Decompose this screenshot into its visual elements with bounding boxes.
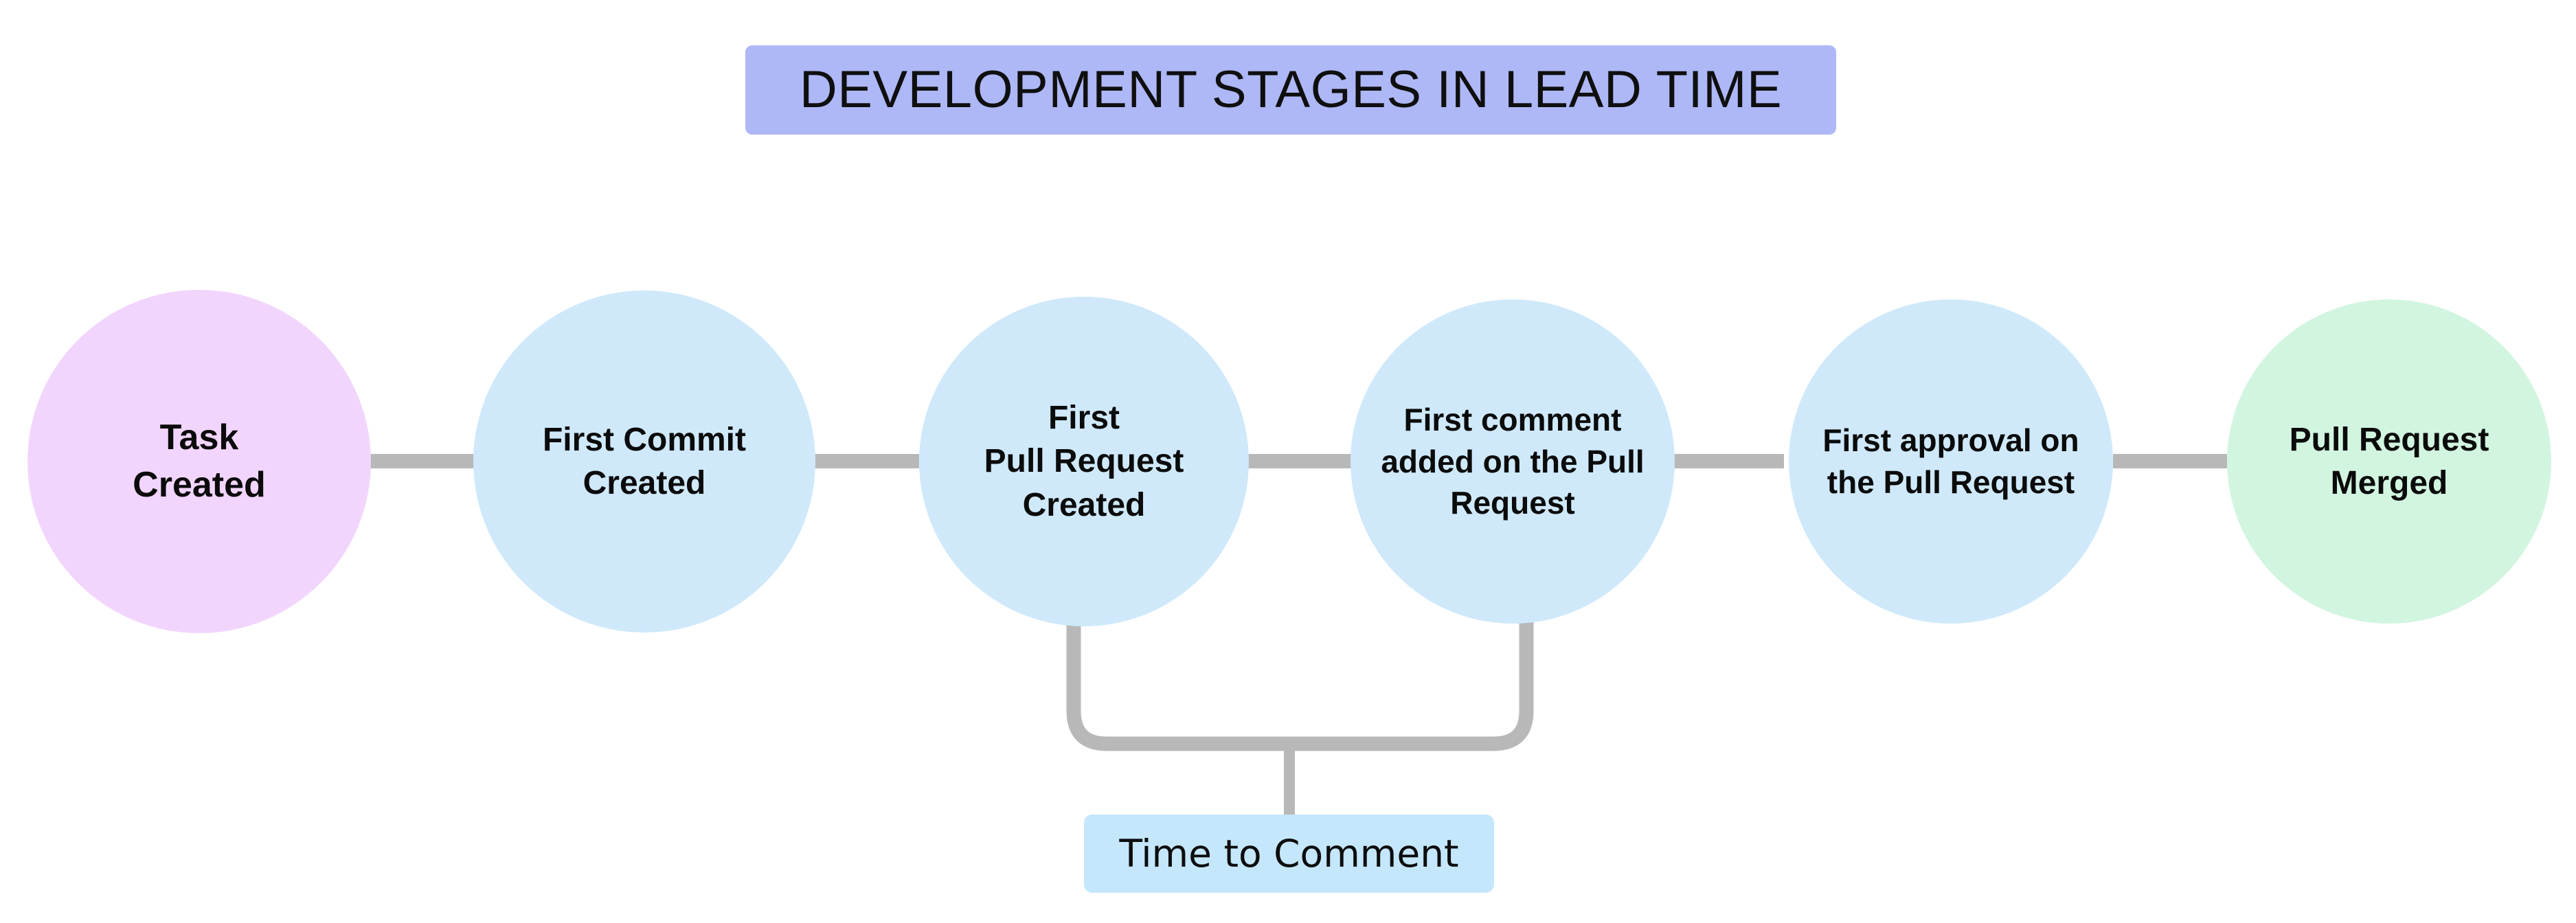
stage-node-first-comment-added[interactable]: First comment added on the Pull Request	[1351, 299, 1675, 624]
connector-task-to-commit	[370, 454, 475, 468]
stage-label: First Pull Request Created	[984, 399, 1184, 523]
callout-time-to-comment[interactable]: Time to Comment	[1084, 814, 1494, 893]
stage-node-first-approval[interactable]: First approval on the Pull Request	[1789, 299, 2113, 624]
stage-label: Pull Request Merged	[2289, 421, 2489, 501]
stage-label: Task Created	[133, 418, 266, 505]
connector-comment-to-approval	[1674, 454, 1784, 468]
connector-pr-to-comment	[1248, 454, 1353, 468]
stage-node-task-created[interactable]: Task Created	[27, 290, 371, 633]
connector-approval-to-merged	[2113, 454, 2227, 468]
time-to-comment-bracket	[1066, 608, 1534, 815]
stage-node-first-pull-request-created[interactable]: First Pull Request Created	[919, 297, 1249, 626]
stage-node-pull-request-merged[interactable]: Pull Request Merged	[2227, 299, 2551, 624]
connector-commit-to-pr	[815, 454, 919, 468]
stage-node-first-commit-created[interactable]: First Commit Created	[473, 290, 815, 633]
stage-label: First comment added on the Pull Request	[1381, 401, 1645, 521]
stage-label: First Commit Created	[542, 421, 746, 501]
diagram-title-banner: DEVELOPMENT STAGES IN LEAD TIME	[745, 45, 1836, 135]
stage-label: First approval on the Pull Request	[1822, 422, 2079, 500]
callout-label: Time to Comment	[1119, 831, 1459, 876]
page-title: DEVELOPMENT STAGES IN LEAD TIME	[799, 60, 1783, 119]
